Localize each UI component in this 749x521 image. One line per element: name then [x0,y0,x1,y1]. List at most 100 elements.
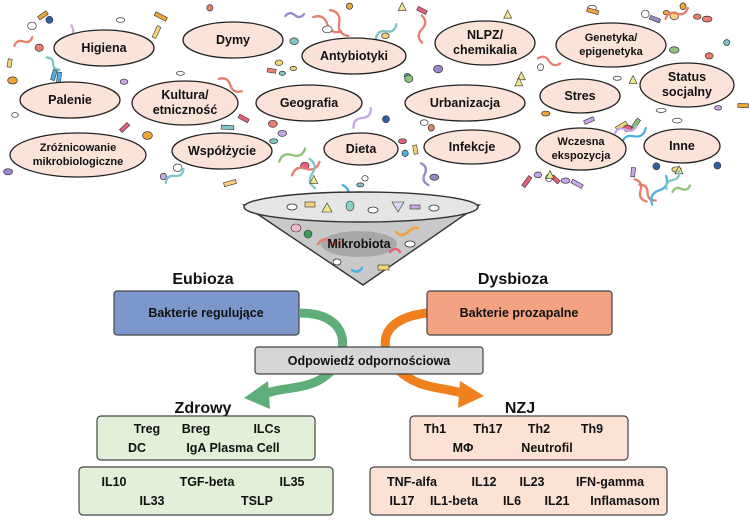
bacterium-shape [50,69,58,82]
cell-label: Th17 [473,422,502,436]
factor-oval [539,78,621,114]
factor-label: chemikalia [453,43,518,57]
bacterium-shape [308,157,317,190]
factor-oval [171,132,273,170]
funnel-label: Mikrobiota [327,237,391,251]
bacterium-shape [118,121,131,134]
healthy-title: Zdrowy [175,400,232,417]
factor-label: Współżycie [188,144,256,158]
factor-label: mikrobiologiczne [33,156,123,168]
bacterium-shape [583,116,595,125]
bacterium-shape [398,138,407,145]
bacterium-shape [142,131,153,140]
bacterium-shape [641,9,650,19]
cell-label: ILCs [253,422,280,436]
bacterium-shape [381,32,390,39]
bacterium-shape [628,74,638,84]
bacterium-shape [704,52,714,60]
bacterium-shape [237,113,250,124]
ibd-cytokines-panel [369,466,668,516]
bacterium-shape [312,15,343,34]
bacterium-shape [328,8,350,38]
cytokine-label: IL21 [544,494,569,508]
factor-oval [434,20,536,66]
factor-oval [423,129,521,165]
bacterium-shape [620,126,647,146]
bacterium-shape [433,65,444,74]
bacterium-shape [665,169,681,191]
bacterium-shape [723,39,731,46]
microbiota-funnel: Mikrobiota [241,191,482,286]
cytokine-label: IL17 [389,494,414,508]
cell-label: Th1 [424,422,446,436]
immune-response-label: Odpowiedź odpornościowa [288,354,452,368]
healthy-cytokines-panel [78,466,334,516]
bacterium-shape [514,77,524,87]
cytokine-label: Inflamasom [590,494,659,508]
bacterium-shape [56,71,62,84]
bacterium-shape [269,138,279,144]
bacterium-shape [672,117,683,124]
bacterium-shape [533,171,542,179]
bacterium-shape [290,160,321,177]
factor-oval [9,132,147,178]
bacterium-shape [352,106,372,130]
bacterium-shape [45,56,61,71]
factor-label: Dymy [216,33,250,47]
bacterium-shape [374,23,398,40]
bacterium-shape [652,162,661,171]
regulatory-bacteria-box [113,290,300,336]
bacteria-background [3,1,749,213]
proinflammatory-bacteria-label: Bakterie prozapalne [460,306,579,320]
bacterium-shape [151,25,162,39]
factor-label: etniczność [153,103,218,117]
bacterium-shape [6,58,13,68]
bacterium-shape [346,2,353,10]
bacterium-shape [650,174,669,206]
bacterium-shape [671,184,692,194]
bacterium-shape [648,14,662,24]
bacterium-shape [7,76,18,85]
bacterium-shape [401,149,409,158]
bacterium-shape [630,166,636,178]
bacterium-shape [419,119,429,126]
bacterium-shape [404,74,414,83]
bacterium-shape [612,75,622,81]
cell-label: Neutrofil [521,441,572,455]
factor-oval [643,128,721,164]
bacterium-shape [536,55,562,67]
bacterium-shape [613,125,638,135]
bacterium-shape [176,70,185,76]
bacterium-shape [284,12,306,19]
factor-label: Zróżnicowanie [40,142,116,154]
cytokine-label: IL12 [471,475,496,489]
bacterium-shape [223,179,237,187]
factor-oval [19,81,121,119]
factor-label: socjalny [662,85,712,99]
eubioza-title: Eubioza [172,271,233,288]
factor-oval [182,21,284,59]
bacterium-shape [669,46,680,54]
bacterium-shape [714,104,722,111]
green-arrow-head [244,381,270,409]
bacterium-shape [278,70,286,76]
factor-label: Stres [564,89,595,103]
factor-label: Dieta [346,142,378,156]
factor-label: Genetyka/ [585,32,638,44]
bacterium-shape [586,7,600,16]
cytokine-label: IL35 [279,475,304,489]
bacterium-shape [172,163,183,172]
bacterium-shape [503,9,513,19]
bacterium-shape [737,103,749,109]
bacterium-shape [277,130,288,137]
bacterium-shape [537,63,544,71]
bacterium-shape [159,172,168,181]
factor-label: Geografia [280,96,339,110]
bacterium-shape [412,144,419,155]
bacterium-shape [419,162,430,187]
cell-label: Th2 [528,422,550,436]
bacterium-shape [570,178,584,190]
bacterium-shape [397,1,407,11]
factor-label: Inne [669,139,695,153]
cytokine-label: IL6 [503,494,521,508]
